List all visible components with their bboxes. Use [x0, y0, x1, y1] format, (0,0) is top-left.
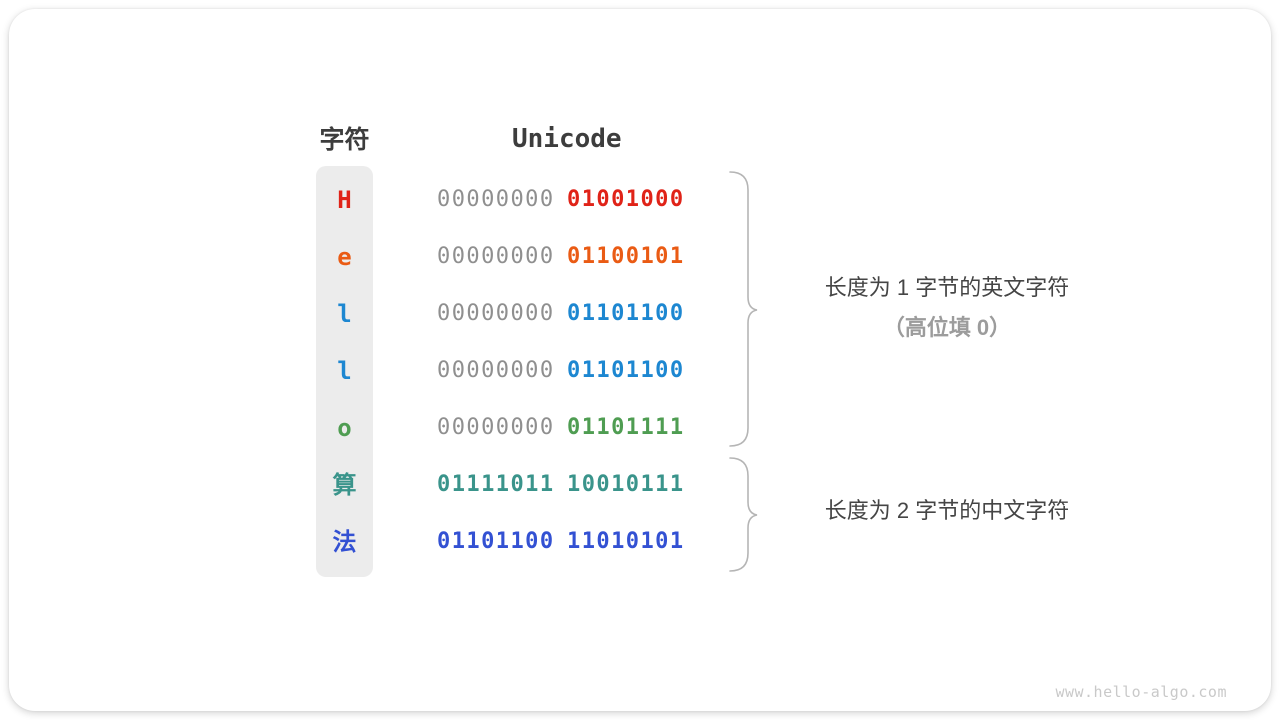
annotation-english-line1: 长度为 1 字节的英文字符 [824, 275, 1070, 300]
column-header-unicode: Unicode [512, 124, 622, 154]
unicode-high-byte: 00000000 [437, 415, 555, 440]
annotation-chinese-group: 长度为 2 字节的中文字符 [824, 498, 1070, 523]
table-row: 算 01111011 10010111 [9, 471, 1280, 499]
unicode-high-byte: 00000000 [437, 301, 555, 326]
table-row: l 00000000 01101100 [9, 300, 1280, 328]
unicode-low-byte: 11010101 [567, 529, 685, 554]
column-header-char: 字符 [319, 126, 370, 154]
character-cell: e [337, 243, 352, 271]
character-cell: l [337, 357, 352, 385]
unicode-high-byte: 00000000 [437, 358, 555, 383]
unicode-high-byte: 01111011 [437, 472, 555, 497]
unicode-low-byte: 01100101 [567, 244, 685, 269]
unicode-high-byte: 00000000 [437, 187, 555, 212]
character-cell: H [337, 186, 352, 214]
annotation-english-line2: （高位填 0） [882, 315, 1012, 340]
unicode-low-byte: 10010111 [567, 472, 685, 497]
table-row: l 00000000 01101100 [9, 357, 1280, 385]
unicode-high-byte: 01101100 [437, 529, 555, 554]
table-row: 法 01101100 11010101 [9, 528, 1280, 556]
annotation-english-group: 长度为 1 字节的英文字符 （高位填 0） [787, 268, 1107, 348]
table-row: e 00000000 01100101 [9, 243, 1280, 271]
table-row: o 00000000 01101111 [9, 414, 1280, 442]
character-cell: o [337, 414, 352, 442]
character-cell: 算 [332, 471, 357, 499]
unicode-low-byte: 01001000 [567, 187, 685, 212]
table-row: H 00000000 01001000 [9, 186, 1280, 214]
character-cell: 法 [332, 528, 357, 556]
character-cell: l [337, 300, 352, 328]
unicode-low-byte: 01101100 [567, 358, 685, 383]
watermark-url: www.hello-algo.com [1055, 683, 1227, 701]
unicode-low-byte: 01101100 [567, 301, 685, 326]
unicode-high-byte: 00000000 [437, 244, 555, 269]
char-column-background [316, 166, 373, 577]
unicode-low-byte: 01101111 [567, 415, 685, 440]
diagram-card: 字符 Unicode H 00000000 01001000 e 0000000… [9, 9, 1271, 711]
